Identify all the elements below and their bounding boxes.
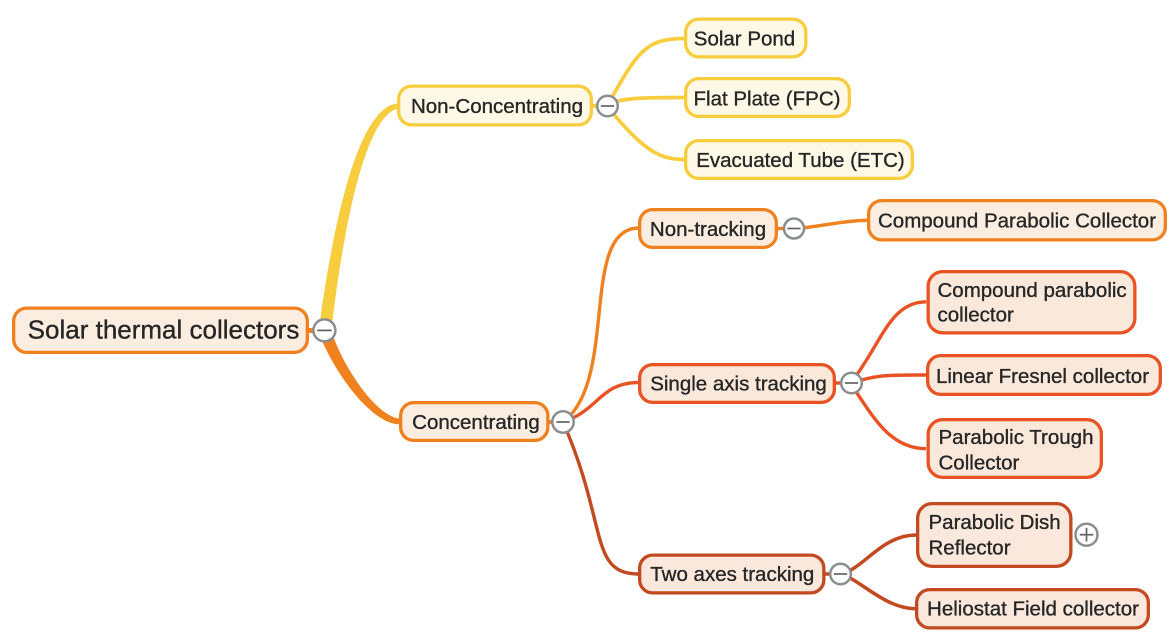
- svg-text:Reflector: Reflector: [929, 537, 1011, 560]
- svg-text:Solar Pond: Solar Pond: [694, 27, 795, 50]
- svg-text:Two axes tracking: Two axes tracking: [650, 563, 814, 586]
- svg-text:Collector: Collector: [939, 451, 1020, 474]
- svg-text:Compound Parabolic Collector: Compound Parabolic Collector: [878, 210, 1156, 233]
- svg-text:Evacuated Tube (ETC): Evacuated Tube (ETC): [696, 149, 905, 172]
- svg-text:Concentrating: Concentrating: [412, 411, 540, 434]
- svg-text:Non-Concentrating: Non-Concentrating: [411, 95, 583, 118]
- svg-text:collector: collector: [938, 304, 1015, 327]
- svg-text:Linear Fresnel collector: Linear Fresnel collector: [936, 365, 1149, 388]
- svg-text:Single axis tracking: Single axis tracking: [650, 373, 827, 396]
- svg-text:Parabolic Trough: Parabolic Trough: [939, 426, 1094, 449]
- svg-text:Parabolic Dish: Parabolic Dish: [929, 511, 1061, 534]
- svg-text:Heliostat Field collector: Heliostat Field collector: [927, 598, 1139, 621]
- svg-text:Flat Plate (FPC): Flat Plate (FPC): [694, 87, 841, 110]
- svg-text:Solar thermal collectors: Solar thermal collectors: [28, 315, 300, 345]
- svg-text:Compound parabolic: Compound parabolic: [938, 279, 1127, 302]
- svg-text:Non-tracking: Non-tracking: [650, 218, 766, 241]
